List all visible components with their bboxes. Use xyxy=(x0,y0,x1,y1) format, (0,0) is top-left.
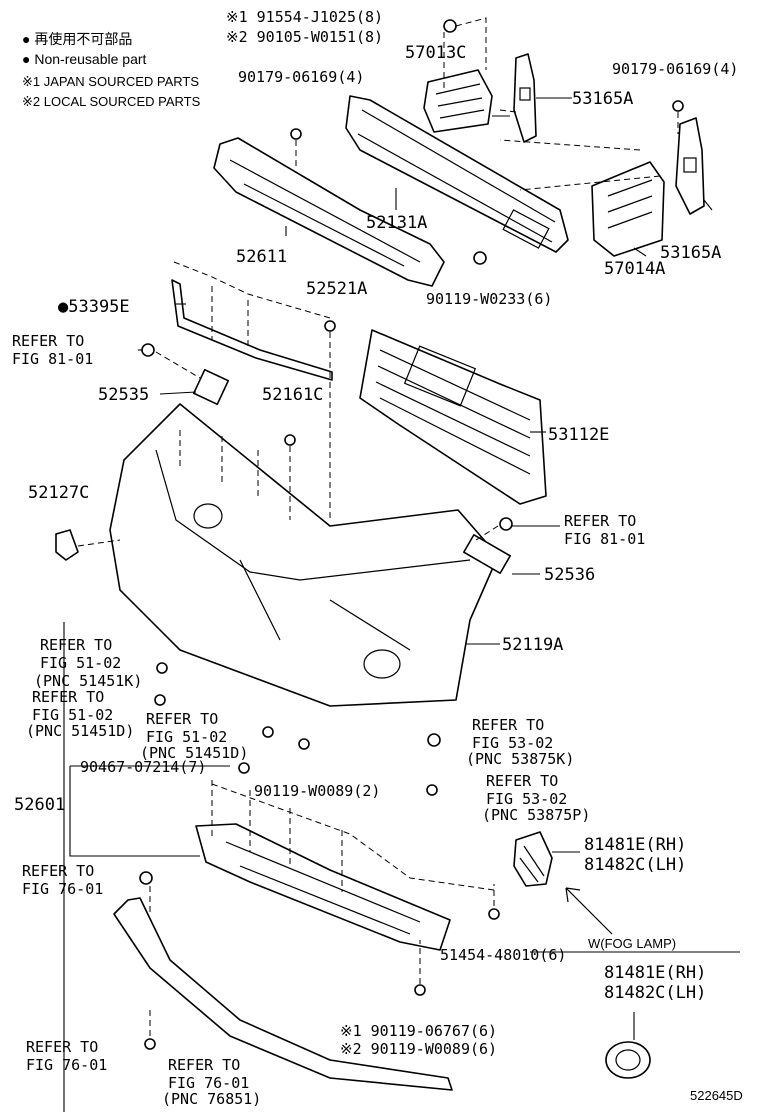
label-51454-48010: 51454-48010(6) xyxy=(440,946,566,964)
label-refer-81-01-b-2: FIG 81-01 xyxy=(564,530,645,548)
part-52611-absorber xyxy=(213,137,445,287)
part-81481e-fog-cover xyxy=(513,831,553,887)
part-fog-lamp-cover xyxy=(605,1041,651,1079)
label-90119-w0089-2: 90119-W0089(2) xyxy=(254,782,380,800)
label-90467-07214: 90467-07214(7) xyxy=(80,758,206,776)
part-57013c-bracket xyxy=(423,69,493,133)
label-90119-06767: ※1 90119-06767(6) xyxy=(340,1022,497,1040)
part-53395e-strip xyxy=(171,279,333,381)
label-refer-51-02-b-2: FIG 51-02 xyxy=(32,706,113,724)
label-refer-51-02-c-3: (PNC 51451D) xyxy=(140,744,248,762)
part-52131a-reinforcement xyxy=(345,95,569,253)
part-52127c-cover xyxy=(55,529,79,561)
label-53165a-right: 53165A xyxy=(660,243,721,263)
label-52611: 52611 xyxy=(236,247,287,267)
label-refer-53-02-b-1: REFER TO xyxy=(486,772,558,790)
direction-arrow xyxy=(565,887,613,935)
label-refer-53-02-a-3: (PNC 53875K) xyxy=(466,750,574,768)
label-refer-51-02-c-2: FIG 51-02 xyxy=(146,728,227,746)
label-91554-j1025: ※1 91554-J1025(8) xyxy=(226,8,383,26)
label-refer-76-01-c-1: REFER TO xyxy=(168,1056,240,1074)
label-57013c: 57013C xyxy=(405,43,466,63)
label-refer-53-02-b-2: FIG 53-02 xyxy=(486,790,567,808)
part-52536-clip xyxy=(463,534,511,574)
part-52119a-bumper-cover xyxy=(109,403,499,707)
label-refer-51-02-a-3: (PNC 51451K) xyxy=(34,672,142,690)
part-53165a-top-bracket xyxy=(513,53,537,143)
label-90105-w0151: ※2 90105-W0151(8) xyxy=(226,28,383,46)
label-refer-81-01-b-1: REFER TO xyxy=(564,512,636,530)
label-refer-51-02-a-1: REFER TO xyxy=(40,636,112,654)
legend-japan-sourced: ※1 JAPAN SOURCED PARTS xyxy=(22,74,199,89)
label-90119-w0089-6: ※2 90119-W0089(6) xyxy=(340,1040,497,1058)
label-52521a: 52521A xyxy=(306,279,367,299)
part-53112e-grille xyxy=(359,329,547,505)
part-57014a-bracket xyxy=(591,161,665,257)
assembly-lines xyxy=(77,17,679,1036)
part-52535-clip xyxy=(192,368,230,406)
label-refer-76-01-c-3: (PNC 76851) xyxy=(162,1090,261,1108)
label-refer-76-01-b-2: FIG 76-01 xyxy=(26,1056,107,1074)
leader-lines xyxy=(63,97,740,1112)
label-90179-06169-left: 90179-06169(4) xyxy=(238,68,364,86)
label-fog-lamp: W(FOG LAMP) xyxy=(588,936,676,951)
label-refer-51-02-a-2: FIG 51-02 xyxy=(40,654,121,672)
label-90119-w0233: 90119-W0233(6) xyxy=(426,290,552,308)
label-refer-76-01-c-2: FIG 76-01 xyxy=(168,1074,249,1092)
label-refer-76-01-a-1: REFER TO xyxy=(22,862,94,880)
label-52535: 52535 xyxy=(98,385,149,405)
label-52127c: 52127C xyxy=(28,483,89,503)
fasteners xyxy=(139,19,684,1050)
label-52119a: 52119A xyxy=(502,635,563,655)
part-52601-undercover xyxy=(195,823,451,951)
label-90179-06169-right: 90179-06169(4) xyxy=(612,60,738,78)
label-52601: 52601 xyxy=(14,795,65,815)
drawing-number: 522645D xyxy=(690,1088,743,1103)
label-refer-53-02-a-2: FIG 53-02 xyxy=(472,734,553,752)
part-front-spoiler xyxy=(113,897,453,1091)
label-57014a: 57014A xyxy=(604,259,665,279)
label-81482c-lower: 81482C(LH) xyxy=(604,983,706,1003)
label-refer-51-02-c-1: REFER TO xyxy=(146,710,218,728)
label-refer-53-02-a-1: REFER TO xyxy=(472,716,544,734)
label-81482c-upper: 81482C(LH) xyxy=(584,855,686,875)
label-81481e-lower: 81481E(RH) xyxy=(604,963,706,983)
label-refer-51-02-b-1: REFER TO xyxy=(32,688,104,706)
part-53165a-right-bracket xyxy=(675,117,705,215)
label-53395e: ●53395E xyxy=(58,297,130,317)
label-refer-81-01-a-1: REFER TO xyxy=(12,332,84,350)
legend-nonreusable-jp: ● 再使用不可部品 xyxy=(22,31,132,47)
label-refer-76-01-b-1: REFER TO xyxy=(26,1038,98,1056)
legend-local-sourced: ※2 LOCAL SOURCED PARTS xyxy=(22,94,201,109)
label-53165a-top: 53165A xyxy=(572,89,633,109)
label-refer-76-01-a-2: FIG 76-01 xyxy=(22,880,103,898)
label-52131a: 52131A xyxy=(366,213,427,233)
label-81481e-upper: 81481E(RH) xyxy=(584,835,686,855)
label-52536: 52536 xyxy=(544,565,595,585)
label-53112e: 53112E xyxy=(548,425,609,445)
label-52161c: 52161C xyxy=(262,385,323,405)
legend-nonreusable-en: ● Non-reusable part xyxy=(22,51,147,67)
label-refer-53-02-b-3: (PNC 53875P) xyxy=(482,806,590,824)
label-refer-51-02-b-3: (PNC 51451D) xyxy=(26,722,134,740)
label-refer-81-01-a-2: FIG 81-01 xyxy=(12,350,93,368)
